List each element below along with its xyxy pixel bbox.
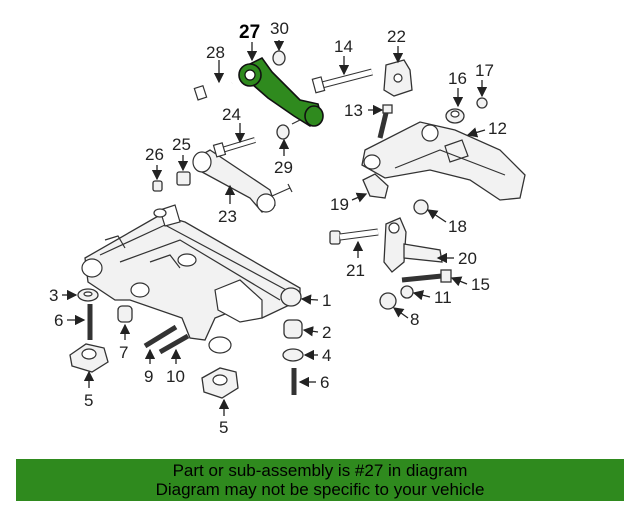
link-20 — [383, 217, 443, 273]
bushing-7 — [117, 305, 133, 323]
callout-13: 13 — [344, 101, 363, 120]
callout-4: 4 — [322, 346, 331, 365]
callout-labels: 27 30 28 14 22 16 17 13 12 24 25 26 29 2… — [49, 19, 507, 437]
callout-2: 2 — [322, 323, 331, 342]
callout-5-left: 5 — [84, 391, 93, 410]
nut-17 — [476, 97, 488, 109]
callout-19: 19 — [330, 195, 349, 214]
bracket-19 — [362, 173, 389, 199]
callout-27: 27 — [239, 22, 260, 43]
nut-26 — [152, 180, 163, 192]
callout-14: 14 — [334, 37, 353, 56]
lower-control-arm — [192, 149, 293, 213]
callout-16: 16 — [448, 69, 467, 88]
banner-line-2: Diagram may not be specific to your vehi… — [155, 480, 485, 499]
callout-15: 15 — [471, 275, 490, 294]
callout-5-right: 5 — [219, 418, 228, 437]
callout-26: 26 — [145, 145, 164, 164]
nut-25 — [176, 171, 191, 186]
upper-control-arm-highlighted — [238, 56, 324, 127]
callout-22: 22 — [387, 27, 406, 46]
nut-29 — [276, 124, 290, 140]
mount-5-left — [69, 343, 109, 373]
callout-1: 1 — [322, 291, 331, 310]
leader-arrows — [62, 40, 488, 416]
callout-17: 17 — [475, 61, 494, 80]
bracket-22 — [383, 59, 413, 97]
trailing-arm-12 — [361, 121, 526, 201]
callout-29: 29 — [274, 158, 293, 177]
callout-20: 20 — [458, 249, 477, 268]
callout-8: 8 — [410, 310, 419, 329]
bolt-15 — [401, 269, 452, 283]
bolt-24 — [212, 137, 256, 158]
exploded-parts-diagram: 27 30 28 14 22 16 17 13 12 24 25 26 29 2… — [49, 19, 526, 437]
callout-6-right: 6 — [320, 373, 329, 392]
highlight-info-banner: Part or sub-assembly is #27 in diagram D… — [16, 459, 624, 501]
callout-24: 24 — [222, 105, 241, 124]
callout-9: 9 — [144, 367, 153, 386]
washer-3 — [77, 288, 99, 302]
callout-7: 7 — [119, 343, 128, 362]
washer-4 — [282, 348, 304, 362]
callout-25: 25 — [172, 135, 191, 154]
bolt-28 — [193, 81, 233, 101]
callout-12: 12 — [488, 119, 507, 138]
bushing-8 — [379, 292, 397, 310]
bolt-9 — [143, 324, 178, 349]
bolt-21 — [329, 228, 379, 245]
callout-30: 30 — [270, 19, 289, 38]
bushing-1 — [280, 287, 302, 307]
nut-18 — [413, 199, 429, 215]
callout-28: 28 — [206, 43, 225, 62]
bushing-16 — [445, 108, 465, 124]
callout-11: 11 — [434, 288, 452, 307]
mount-5-right — [201, 367, 239, 399]
bolt-10 — [158, 333, 190, 355]
rear-subframe-crossmember — [81, 204, 301, 354]
callout-10: 10 — [166, 367, 185, 386]
nut-30 — [272, 50, 286, 66]
bushing-2 — [283, 319, 303, 339]
callout-3: 3 — [49, 286, 58, 305]
banner-line-1: Part or sub-assembly is #27 in diagram — [172, 461, 468, 480]
callout-6-left: 6 — [54, 311, 63, 330]
callout-18: 18 — [448, 217, 467, 236]
callout-23: 23 — [218, 207, 237, 226]
nut-11 — [400, 285, 414, 299]
bolt-14 — [311, 68, 373, 94]
callout-21: 21 — [346, 261, 365, 280]
